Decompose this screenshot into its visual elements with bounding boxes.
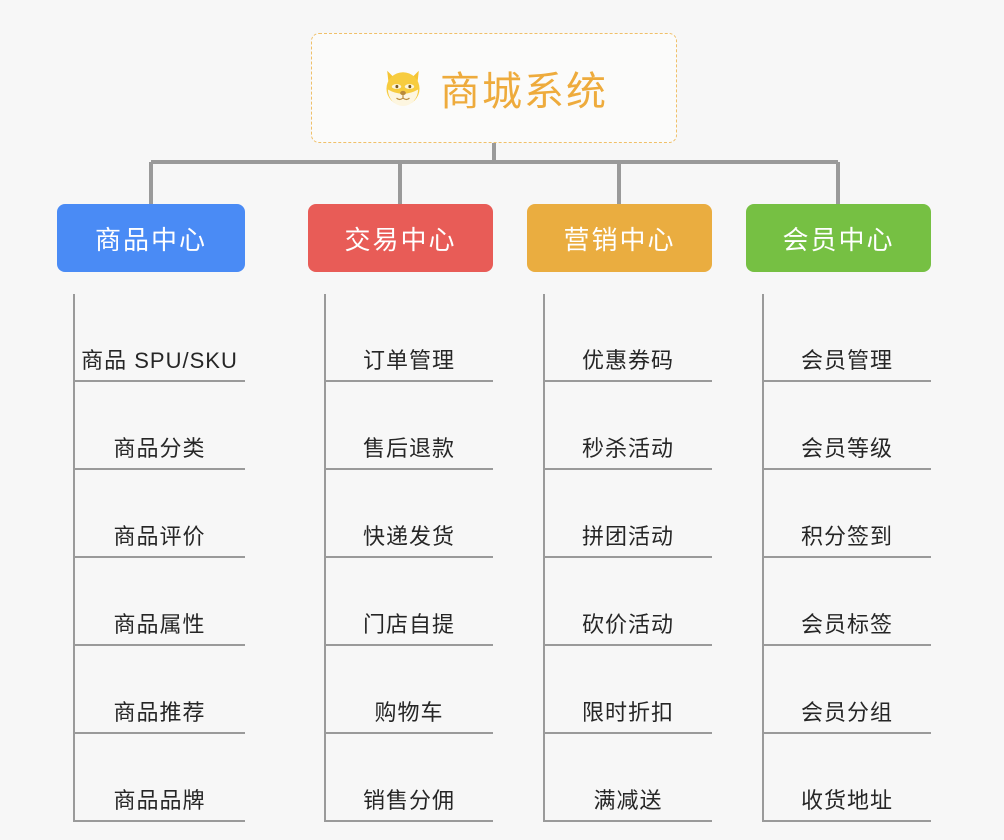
category-title-4: 会员中心 [782, 224, 895, 255]
leaf-list-1: 商品 SPU/SKU 商品分类 商品评价 商品属性 商品推荐 商品品牌 [57, 294, 245, 822]
leaf-label: 拼团活动 [581, 524, 674, 549]
list-item[interactable]: 会员标签 [763, 558, 931, 646]
leaf-label: 商品品牌 [113, 788, 206, 813]
list-item[interactable]: 商品属性 [74, 558, 245, 646]
category-title-3: 营销中心 [563, 224, 676, 255]
category-column-2: 交易中心 订单管理 售后退款 快递发货 门店自提 购物车 销售分佣 [308, 204, 493, 822]
leaf-label: 优惠券码 [581, 348, 674, 373]
list-item[interactable]: 商品分类 [74, 382, 245, 470]
leaf-list-3: 优惠券码 秒杀活动 拼团活动 砍价活动 限时折扣 满减送 [527, 294, 712, 822]
leaf-label: 会员管理 [800, 348, 893, 373]
list-item[interactable]: 砍价活动 [544, 558, 712, 646]
list-item[interactable]: 商品评价 [74, 470, 245, 558]
list-item[interactable]: 销售分佣 [325, 734, 493, 822]
leaf-list-2: 订单管理 售后退款 快递发货 门店自提 购物车 销售分佣 [308, 294, 493, 822]
category-column-3: 营销中心 优惠券码 秒杀活动 拼团活动 砍价活动 限时折扣 满减送 [527, 204, 712, 822]
list-item[interactable]: 限时折扣 [544, 646, 712, 734]
leaf-label: 积分签到 [800, 524, 893, 549]
leaf-label: 商品评价 [113, 524, 206, 549]
list-item[interactable]: 秒杀活动 [544, 382, 712, 470]
category-box-2[interactable]: 交易中心 [308, 204, 493, 272]
category-title-2: 交易中心 [344, 224, 457, 255]
category-title-1: 商品中心 [94, 224, 207, 255]
list-item[interactable]: 积分签到 [763, 470, 931, 558]
spine-line-3 [543, 294, 545, 822]
leaf-label: 满减送 [593, 788, 663, 813]
list-item[interactable]: 优惠券码 [544, 294, 712, 382]
list-item[interactable]: 拼团活动 [544, 470, 712, 558]
list-item[interactable]: 商品 SPU/SKU [74, 294, 245, 382]
spine-line-1 [73, 294, 75, 822]
list-item[interactable]: 满减送 [544, 734, 712, 822]
list-item[interactable]: 门店自提 [325, 558, 493, 646]
root-title: 商城系统 [440, 70, 608, 114]
list-item[interactable]: 会员等级 [763, 382, 931, 470]
category-box-3[interactable]: 营销中心 [527, 204, 712, 272]
list-item[interactable]: 会员管理 [763, 294, 931, 382]
spine-line-2 [324, 294, 326, 822]
leaf-label: 秒杀活动 [581, 436, 674, 461]
list-item[interactable]: 商品推荐 [74, 646, 245, 734]
leaf-list-4: 会员管理 会员等级 积分签到 会员标签 会员分组 收货地址 [746, 294, 931, 822]
list-item[interactable]: 购物车 [325, 646, 493, 734]
list-item[interactable]: 会员分组 [763, 646, 931, 734]
leaf-label: 售后退款 [362, 436, 455, 461]
leaf-label: 购物车 [374, 700, 444, 725]
spine-line-4 [762, 294, 764, 822]
list-item[interactable]: 订单管理 [325, 294, 493, 382]
list-item[interactable]: 快递发货 [325, 470, 493, 558]
list-item[interactable]: 商品品牌 [74, 734, 245, 822]
leaf-label: 销售分佣 [362, 788, 455, 813]
leaf-label: 门店自提 [362, 612, 455, 637]
leaf-label: 会员标签 [800, 612, 893, 637]
root-node-card[interactable]: 商城系统 [311, 33, 677, 143]
category-column-1: 商品中心 商品 SPU/SKU 商品分类 商品评价 商品属性 商品推荐 商品品牌 [57, 204, 245, 822]
leaf-label: 商品 SPU/SKU [81, 348, 238, 373]
leaf-label: 商品属性 [113, 612, 206, 637]
category-box-4[interactable]: 会员中心 [746, 204, 931, 272]
leaf-label: 商品分类 [113, 436, 206, 461]
leaf-label: 限时折扣 [581, 700, 674, 725]
leaf-label: 订单管理 [362, 348, 455, 373]
list-item[interactable]: 售后退款 [325, 382, 493, 470]
leaf-label: 商品推荐 [113, 700, 206, 725]
dog-face-icon [380, 65, 426, 111]
leaf-label: 收货地址 [800, 788, 893, 813]
list-item[interactable]: 收货地址 [763, 734, 931, 822]
leaf-label: 砍价活动 [581, 612, 674, 637]
leaf-label: 会员等级 [800, 436, 893, 461]
leaf-label: 会员分组 [800, 700, 893, 725]
category-box-1[interactable]: 商品中心 [57, 204, 245, 272]
category-column-4: 会员中心 会员管理 会员等级 积分签到 会员标签 会员分组 收货地址 [746, 204, 931, 822]
leaf-label: 快递发货 [362, 524, 455, 549]
